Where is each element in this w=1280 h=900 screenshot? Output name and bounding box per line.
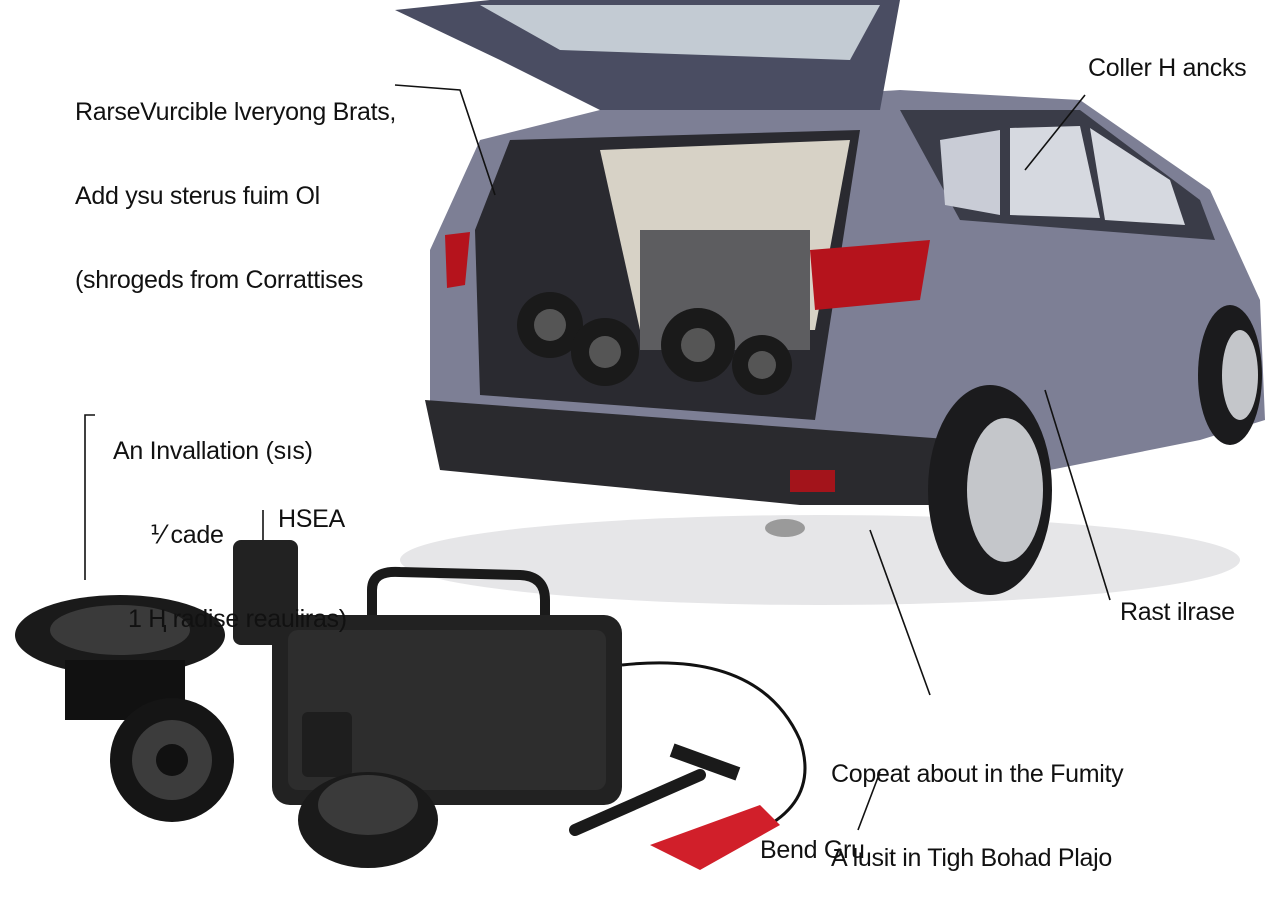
callout-line: Add ysu sterus fuim Ol — [75, 182, 320, 210]
callout-right-mid: Rast ilrase — [1120, 598, 1235, 626]
suv-car — [395, 0, 1265, 595]
callout-bottom-right: Copeat about in the Fumity A lusit in Ti… — [831, 704, 1124, 900]
callout-top-right: Coller H ancks — [1088, 54, 1247, 82]
callout-bottom: Bend Gru — [760, 836, 865, 864]
car-shadow — [400, 515, 1240, 605]
callout-line: ⅟ cade — [150, 521, 224, 549]
callout-hsea: HSEA — [278, 505, 345, 533]
callout-line: A lusit in Tigh Bohad Plajo — [831, 844, 1112, 872]
callout-line: (shrogeds from Corrattises — [75, 266, 364, 294]
callout-middle-left: An Invallation (sıs) ⅟ cade 1 Ⱨ radise r… — [113, 381, 347, 661]
speaker-kit — [15, 540, 807, 870]
callout-line: An Invallation (sıs) — [113, 437, 313, 465]
callout-line: Copeat about in the Fumity — [831, 760, 1124, 788]
callout-line: RarseVurcible lveryong Brats, — [75, 98, 397, 126]
leader-lines — [84, 84, 1111, 831]
callout-line: 1 Ⱨ radise reauiiras) — [128, 605, 347, 633]
callout-top-left: RarseVurcible lveryong Brats, Add ysu st… — [75, 42, 396, 322]
